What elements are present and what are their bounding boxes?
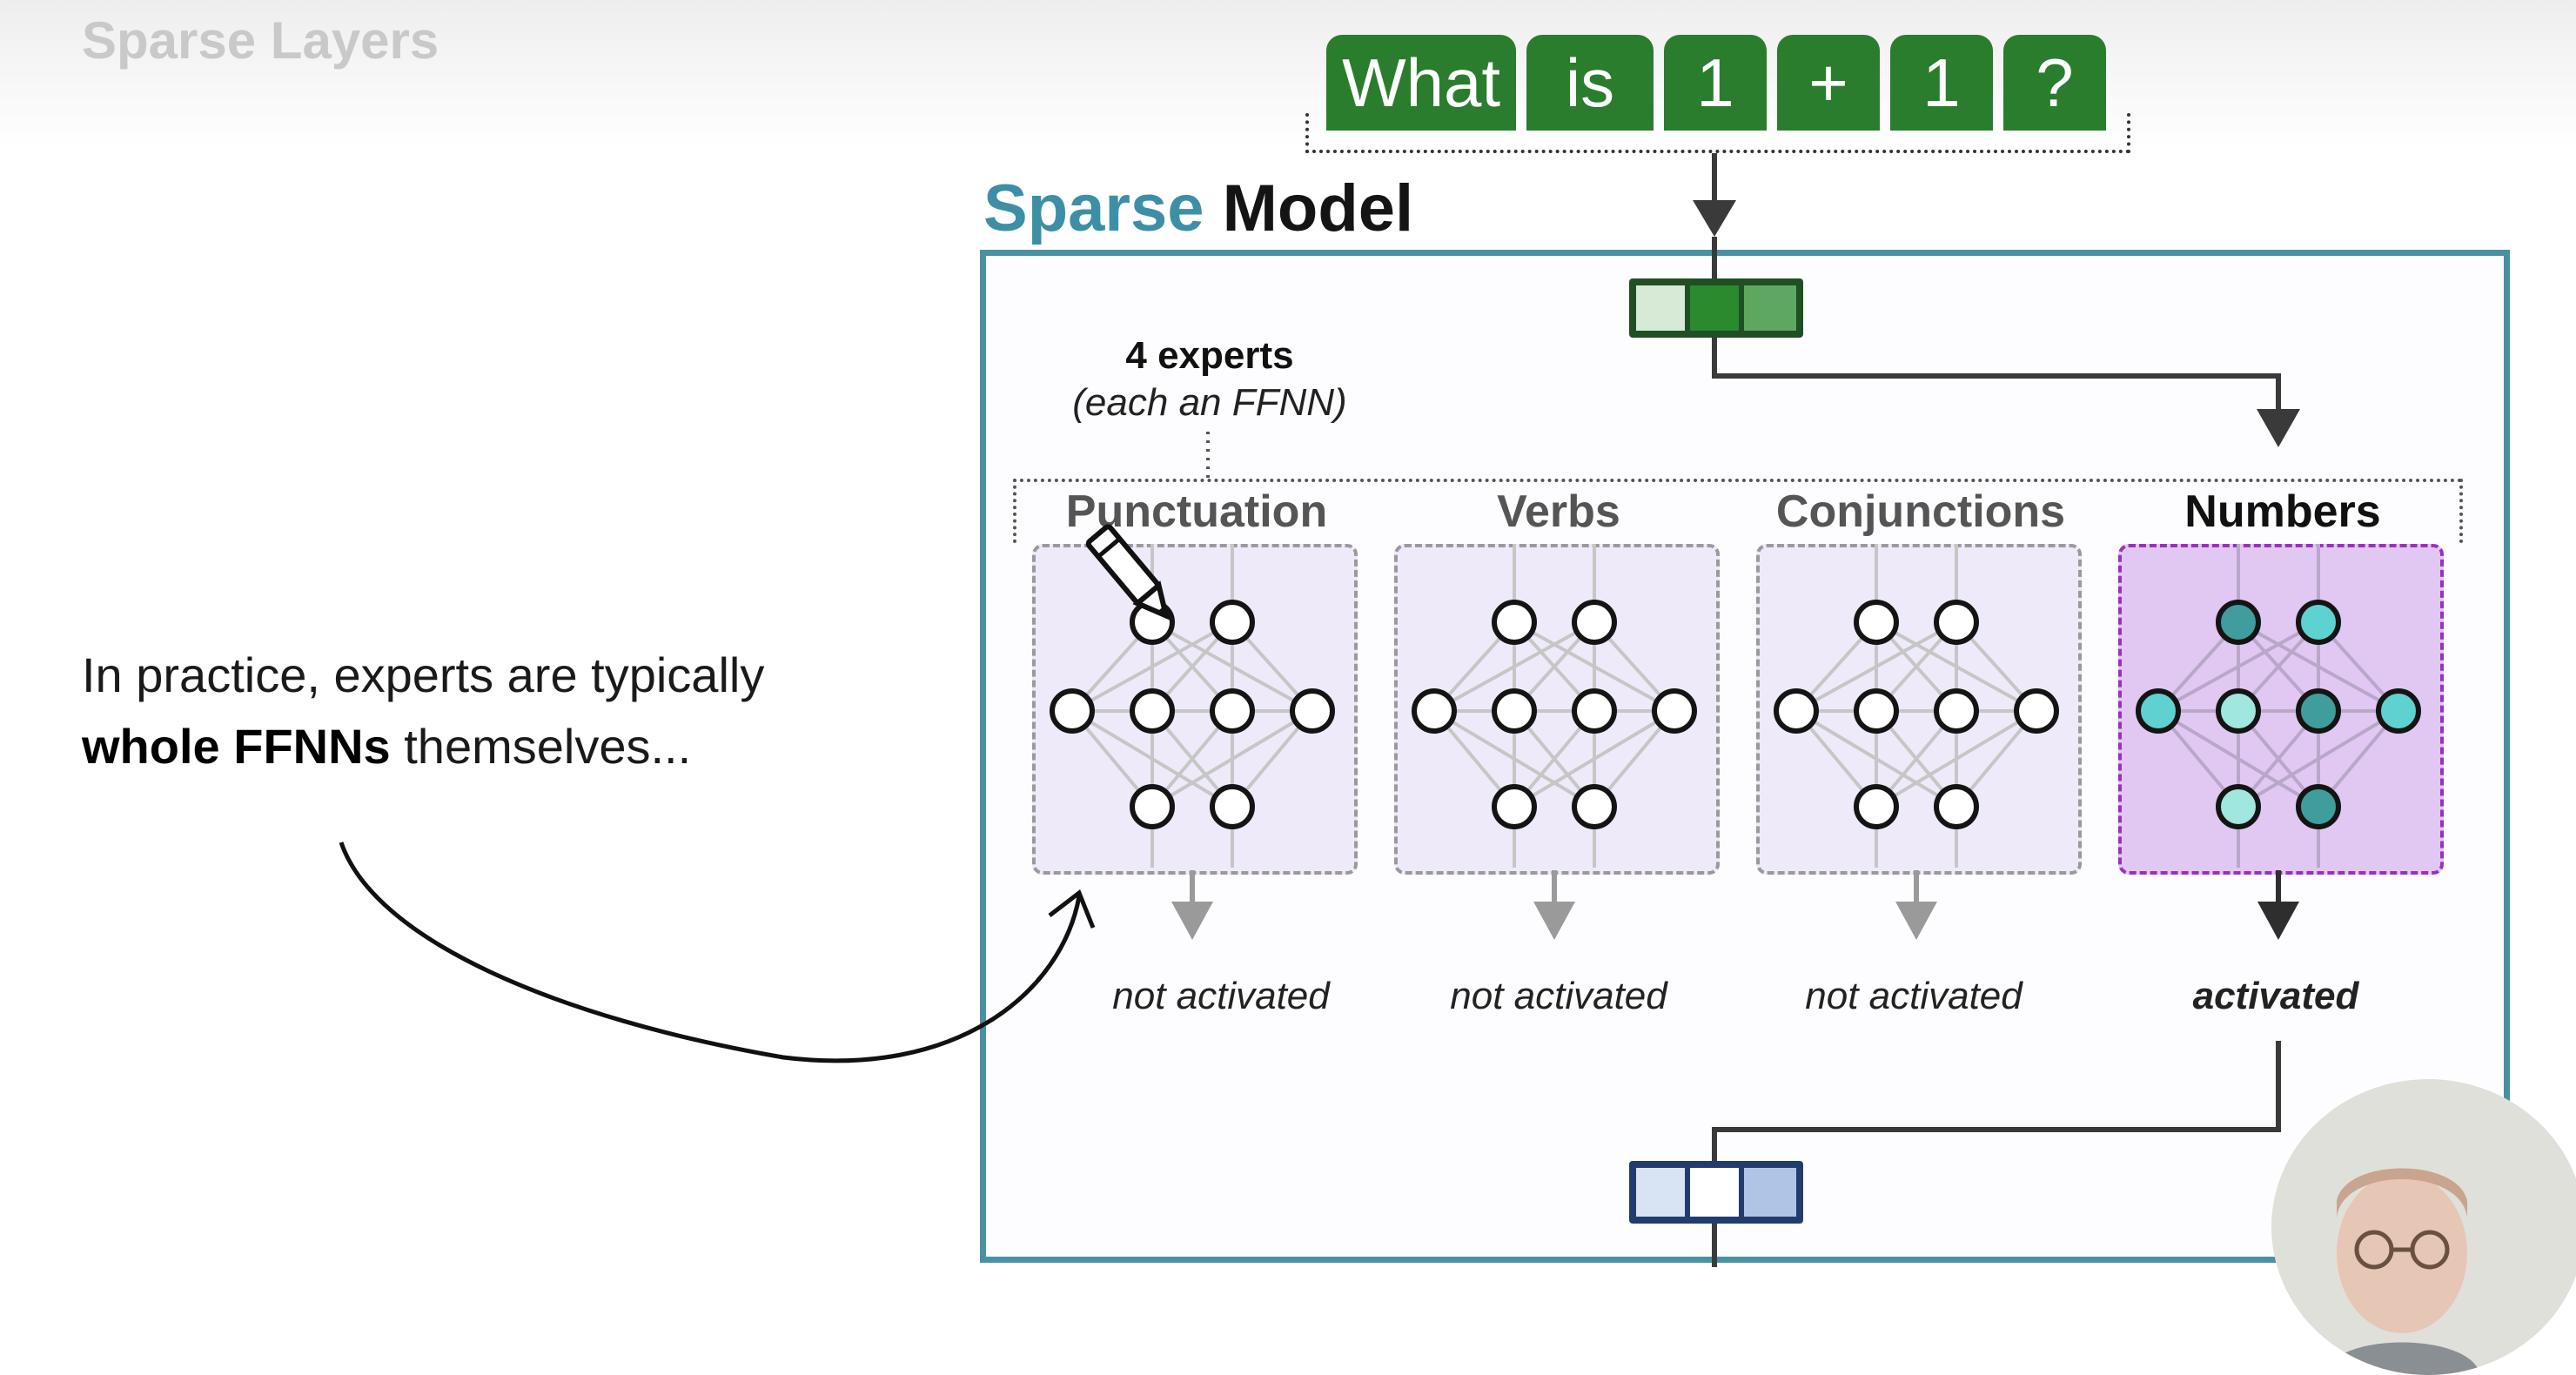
presenter-avatar	[2324, 1168, 2480, 1375]
arrow-down-icon	[1171, 870, 1213, 940]
experts-bracket	[1013, 479, 2463, 543]
token-chip: What	[1326, 35, 1516, 131]
experts-description: (each an FFNN)	[1072, 381, 1347, 424]
caption-line-1: In practice, experts are typically	[82, 647, 765, 702]
arrow-down-icon	[1693, 200, 1736, 237]
experts-count-label: 4 experts	[1125, 334, 1294, 377]
header-band	[0, 0, 2576, 148]
output-vector	[1629, 1161, 1803, 1224]
output-line	[1712, 1041, 2281, 1163]
expert-label-conjunctions: Conjunctions	[1775, 486, 2066, 537]
expert-network-verbs	[1412, 544, 1697, 868]
pencil-icon	[1085, 524, 1171, 620]
expert-network-conjunctions	[1774, 544, 2059, 868]
curved-arrow-icon	[339, 842, 1096, 1063]
model-title: Sparse Model	[983, 171, 1413, 246]
arrow-down-icon	[2257, 409, 2300, 447]
expert-label-verbs: Verbs	[1497, 486, 1620, 537]
model-title-accent: Sparse	[983, 171, 1204, 245]
caption-rest: themselves...	[390, 719, 692, 774]
caption-text: In practice, experts are typically whole…	[82, 640, 952, 782]
token-chip: ?	[2003, 35, 2106, 131]
model-title-main: Model	[1222, 171, 1414, 245]
expert-network-numbers	[2136, 544, 2421, 868]
expert-status-punctuation: not activated	[1112, 975, 1330, 1017]
expert-status-conjunctions: not activated	[1805, 975, 2023, 1017]
token-chip: +	[1777, 35, 1880, 131]
input-vector	[1629, 278, 1803, 338]
expert-network-punctuation	[1050, 544, 1335, 868]
caption-line-2: whole FFNNs themselves...	[82, 711, 952, 782]
expert-status-numbers: activated	[2192, 975, 2359, 1017]
expert-status-verbs: not activated	[1450, 975, 1667, 1017]
slide-title: Sparse Layers	[82, 11, 439, 70]
presenter-webcam	[2271, 1079, 2576, 1375]
arrow-down-icon	[1533, 870, 1575, 940]
caption-bold: whole FFNNs	[82, 719, 391, 774]
token-chip: 1	[1890, 35, 1993, 131]
diagram-overlay	[339, 153, 2421, 1267]
token-chip: is	[1526, 35, 1654, 131]
token-bracket	[1305, 113, 2130, 153]
arrow-down-icon	[2257, 870, 2299, 940]
router-line	[1712, 338, 2281, 411]
arrow-down-icon	[1895, 870, 1937, 940]
token-chip: 1	[1664, 35, 1767, 131]
expert-label-numbers: Numbers	[2184, 486, 2381, 537]
